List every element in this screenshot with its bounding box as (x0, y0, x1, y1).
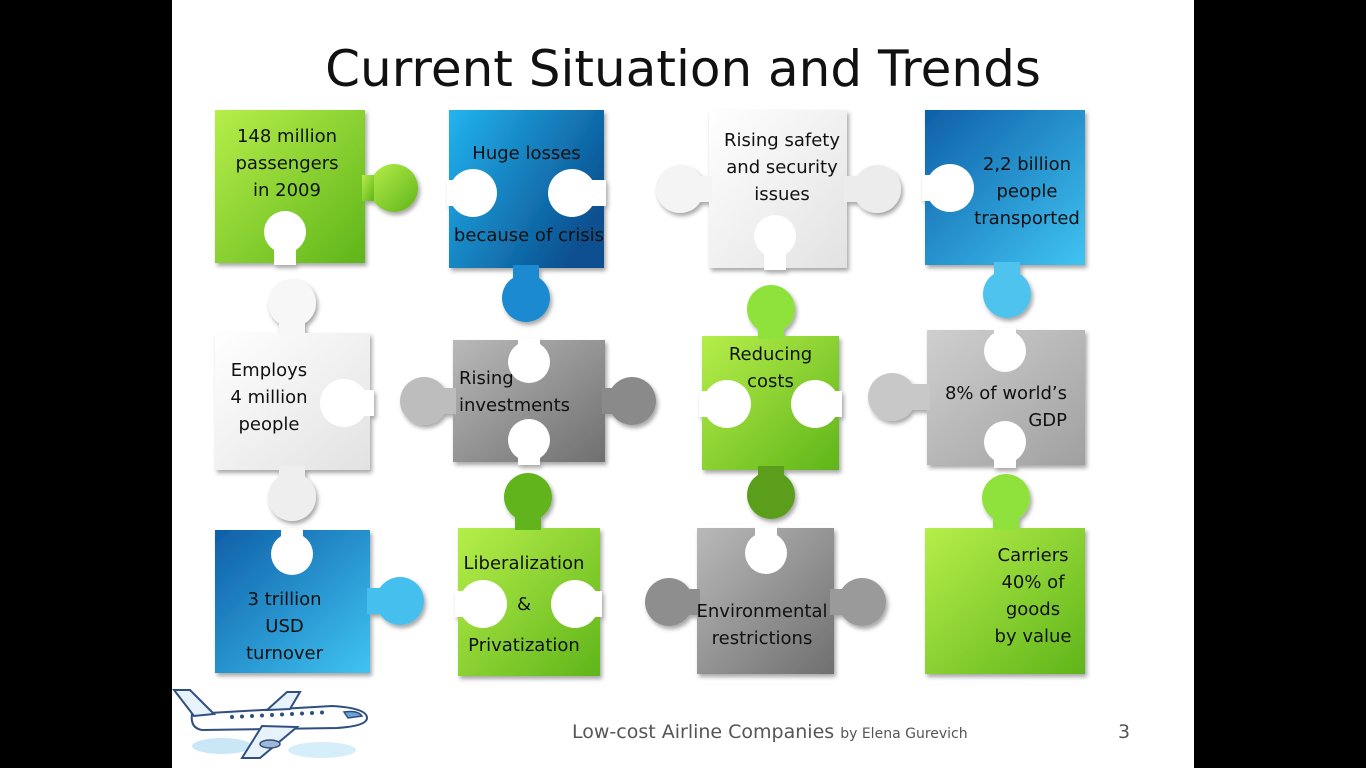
slide-title: Current Situation and Trends (325, 40, 1041, 98)
label-privatization: Privatization (468, 635, 580, 656)
footer-author: by Elena Gurevich (840, 726, 968, 742)
slide-footer: Low-cost Airline Companies by Elena Gure… (572, 721, 968, 743)
piece-billion (922, 110, 1085, 318)
piece-costs (699, 285, 842, 519)
label-losses: Huge losses (472, 143, 581, 164)
piece-environmental (645, 526, 886, 674)
piece-investments (400, 338, 656, 465)
puzzle-graphic (215, 110, 1085, 676)
label-ampersand: & (516, 594, 532, 615)
piece-safety (656, 110, 901, 270)
airplane-icon (172, 689, 369, 759)
piece-losses (447, 110, 606, 322)
label-losses-2: because of crisis (453, 225, 605, 246)
footer-title: Low-cost Airline Companies (572, 721, 835, 743)
label-liberalization: Liberalization (463, 553, 585, 574)
slide: Current Situation and Trends (172, 0, 1194, 768)
piece-carriers (925, 474, 1085, 674)
page-number: 3 (1118, 721, 1131, 743)
piece-turnover (215, 528, 424, 673)
piece-employs (215, 279, 374, 521)
piece-gdp (868, 328, 1085, 468)
piece-liberalization (455, 473, 602, 676)
piece-passengers (215, 110, 418, 265)
